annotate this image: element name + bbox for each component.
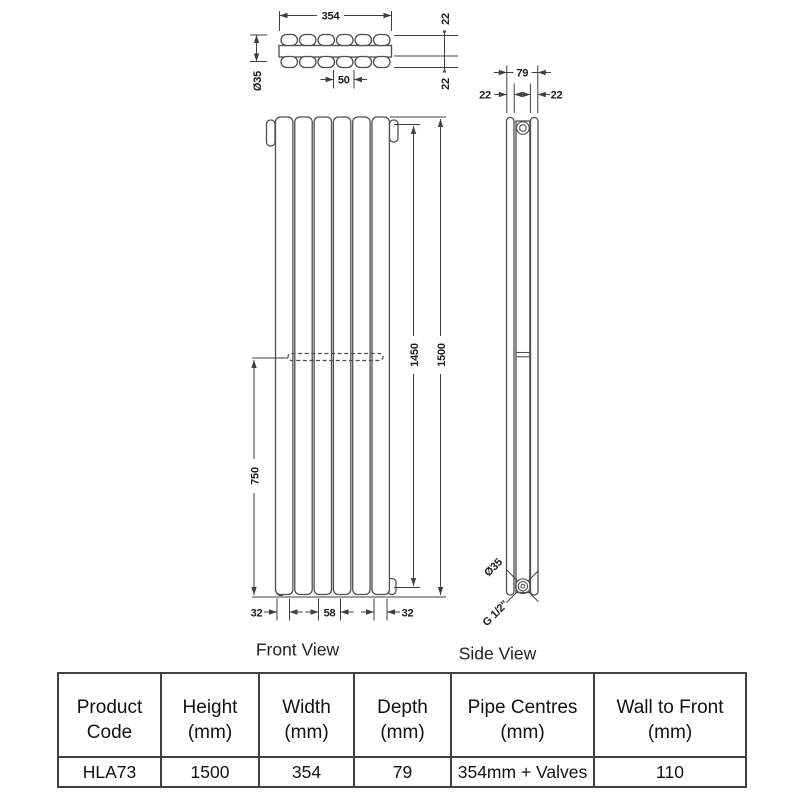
valve-diameter-label: Ø35 [482, 556, 505, 579]
header-line: (mm) [380, 722, 425, 743]
front-offset-label: 22 [479, 90, 491, 102]
header-product-code: Product Code [59, 674, 162, 756]
header-line: (mm) [284, 722, 329, 743]
side-view: Ø35 G 1/2" 79 22 22 Side View [459, 65, 563, 664]
header-line: (mm) [187, 722, 233, 743]
header-wall-to-front: Wall to Front (mm) [595, 674, 745, 756]
top-view-front-tubes [280, 33, 391, 47]
top-width-label: 354 [322, 11, 341, 23]
bottom-left-label: 32 [251, 608, 263, 620]
header-line: (mm) [500, 722, 545, 743]
front-view-caption: Front View [256, 640, 340, 660]
header-line: Code [86, 722, 133, 743]
header-line: Width [282, 696, 331, 718]
spec-table-header: Product Code Height (mm) Width (mm) Dept… [59, 674, 745, 758]
header-line: (mm) [647, 722, 693, 743]
value-product-code: HLA73 [59, 758, 162, 786]
header-height: Height (mm) [162, 674, 260, 756]
front-view: 750 1450 1500 32 58 32 Front View [247, 116, 448, 660]
technical-drawing: 354 22 22 Ø35 50 [247, 7, 563, 664]
header-line: Height [182, 696, 238, 718]
value-pipe-centres: 354mm + Valves [452, 758, 595, 786]
wall-bracket-hidden [287, 352, 384, 362]
bottom-right-label: 32 [402, 608, 414, 620]
thread-size-label: G 1/2" [481, 599, 511, 629]
rear-offset-label: 22 [551, 90, 563, 102]
top-view-rear-tubes [280, 55, 391, 69]
spec-table-row: HLA73 1500 354 79 354mm + Valves 110 [59, 758, 745, 786]
value-wall-to-front: 110 [656, 761, 684, 782]
header-line: Depth [377, 696, 428, 718]
pipe-height-label: 1450 [409, 343, 421, 367]
spec-table: Product Code Height (mm) Width (mm) Dept… [57, 672, 747, 788]
value-width: 354 [260, 758, 355, 786]
header-line: Pipe Centres [467, 696, 578, 718]
top-offset-bottom-label: 22 [440, 78, 452, 90]
top-view: 354 22 22 Ø35 50 [250, 7, 458, 96]
value-depth: 79 [355, 758, 452, 786]
air-vent [516, 121, 530, 135]
depth-label: 79 [516, 68, 528, 80]
side-rear-panel [529, 116, 539, 596]
bottom-centre-label: 58 [324, 608, 336, 620]
side-front-panel [505, 116, 515, 596]
header-line: Product [76, 696, 143, 718]
value-height: 1500 [162, 758, 260, 786]
bracket-height-label: 750 [250, 467, 262, 485]
top-view-core [278, 44, 393, 58]
valve-connection [506, 569, 539, 603]
front-view-panels [274, 116, 391, 596]
tube-pitch-label: 50 [338, 75, 350, 87]
header-depth: Depth (mm) [355, 674, 452, 756]
side-view-caption: Side View [459, 644, 537, 664]
tube-diameter-label: Ø35 [252, 71, 264, 91]
header-width: Width (mm) [260, 674, 355, 756]
overall-height-label: 1500 [436, 343, 448, 367]
header-line: Wall to Front [616, 696, 724, 718]
top-offset-top-label: 22 [440, 13, 452, 25]
header-pipe-centres: Pipe Centres (mm) [452, 674, 595, 756]
